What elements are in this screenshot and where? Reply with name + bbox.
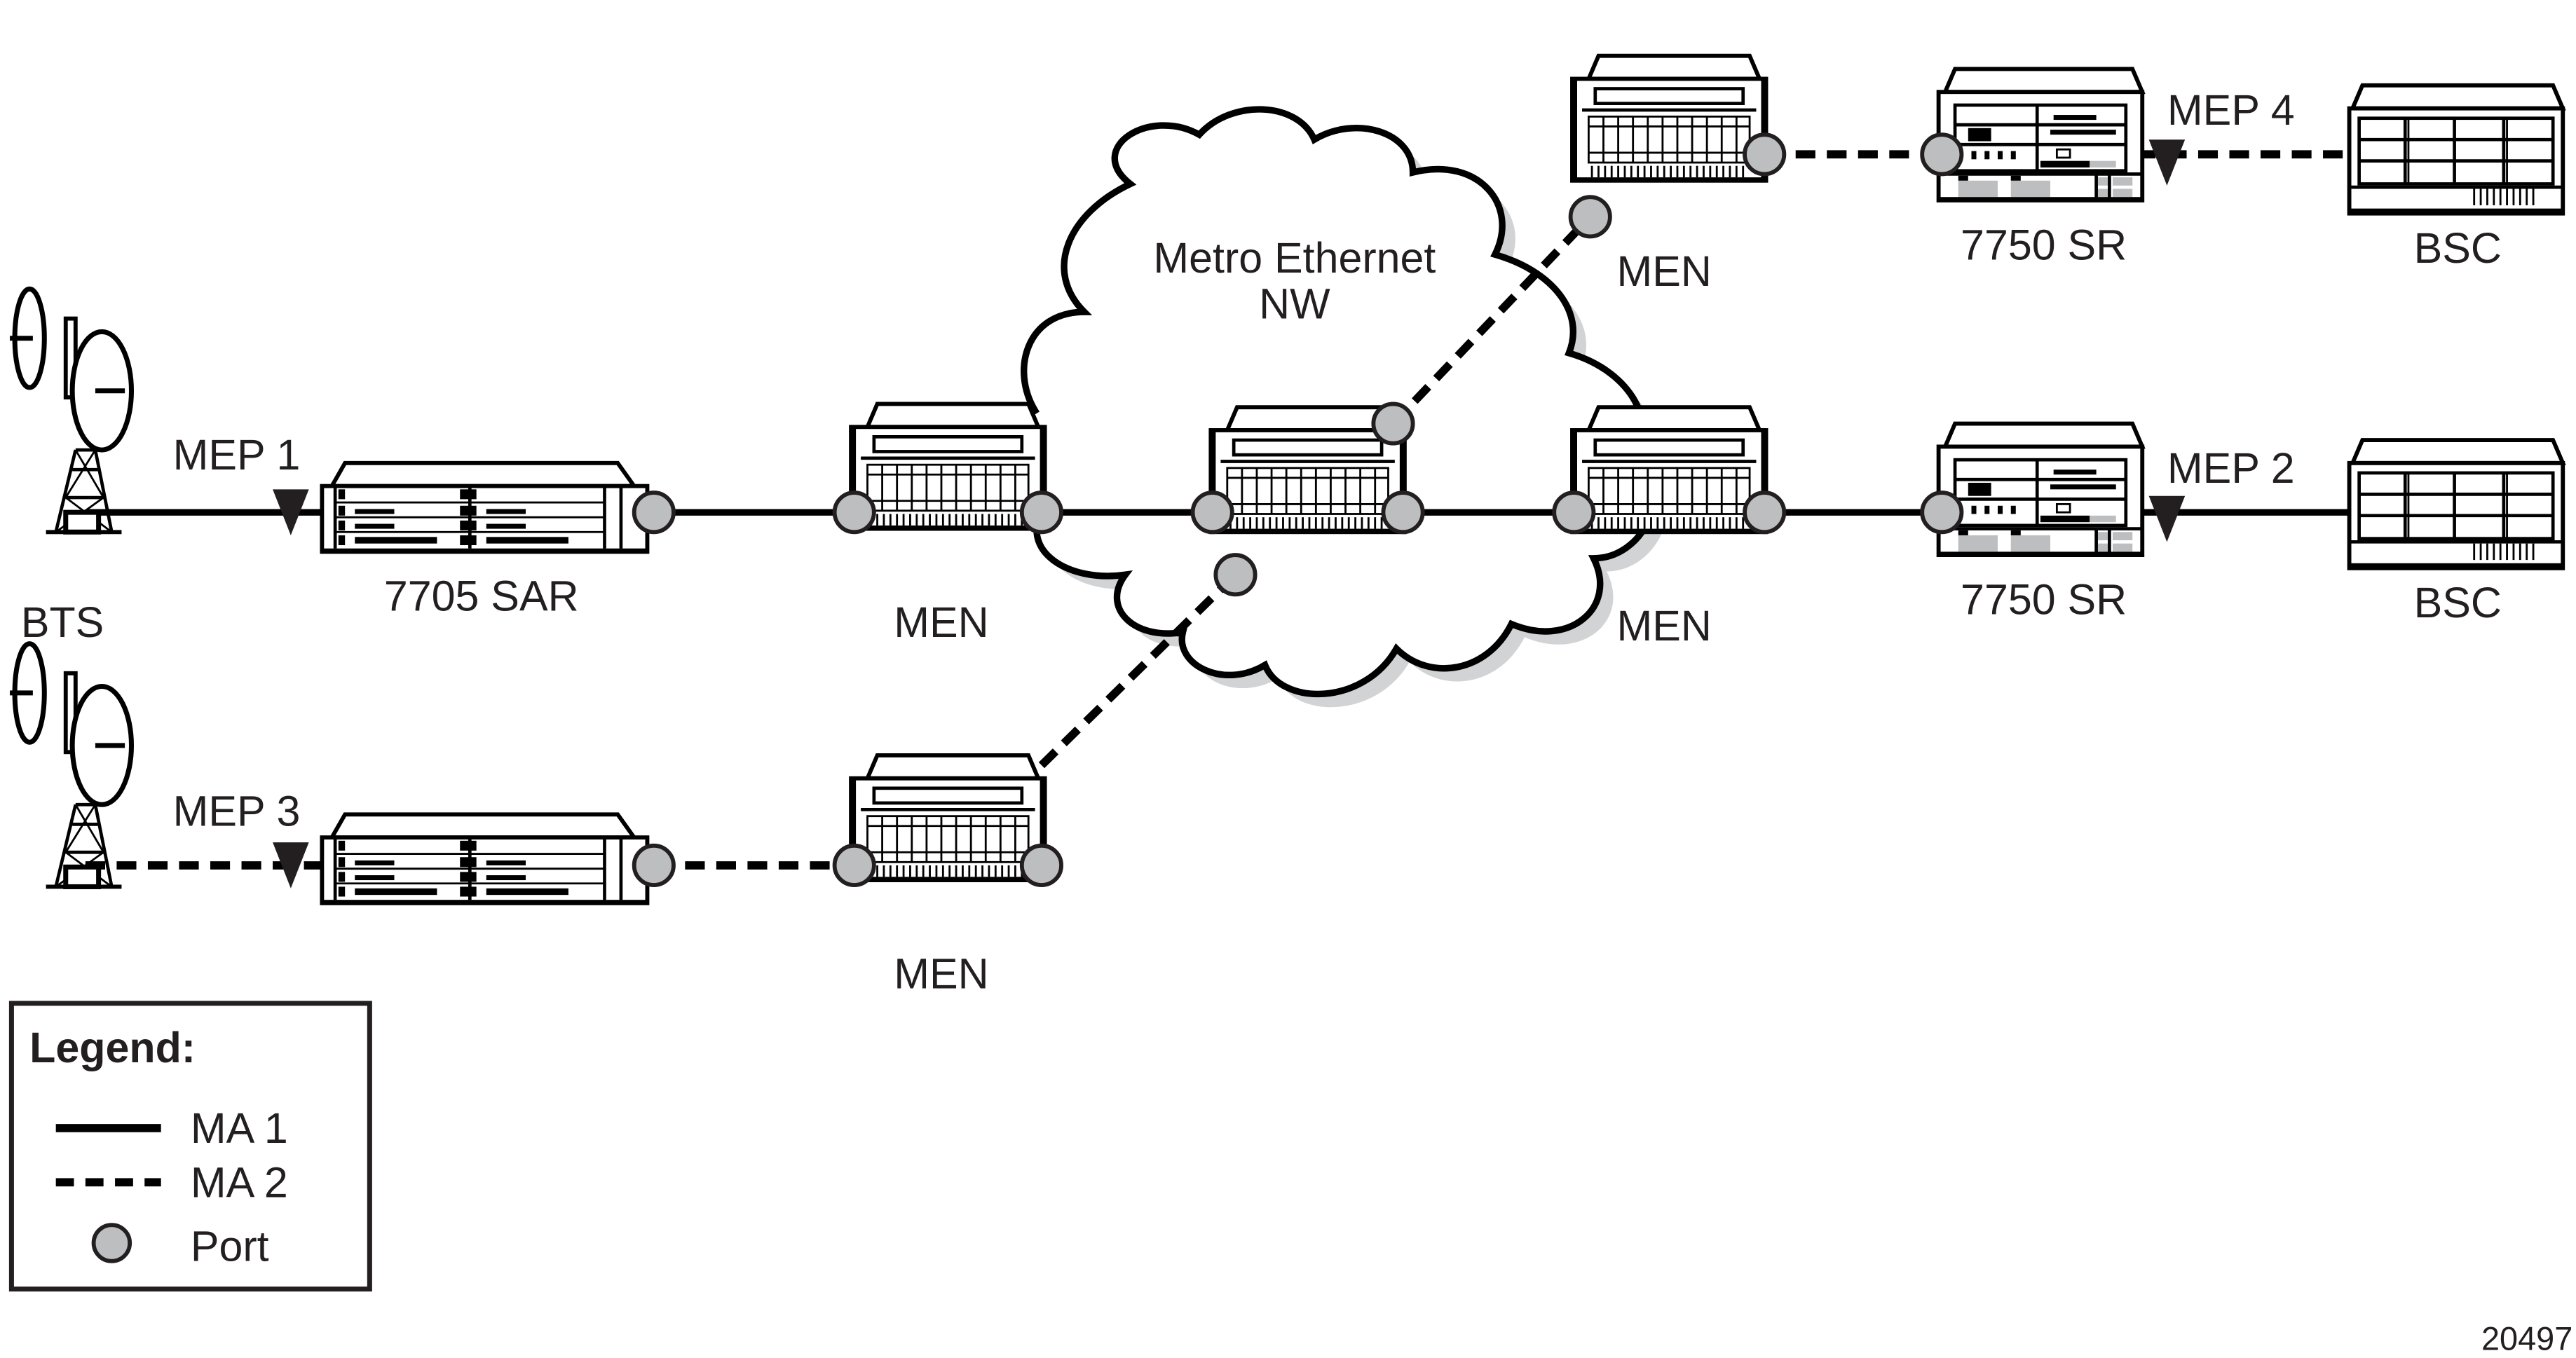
men-bottom: MEN bbox=[851, 755, 1045, 998]
sr-mid: 7750 SR bbox=[1939, 424, 2143, 623]
legend-box bbox=[8, 1001, 372, 1292]
mep-2-label: MEP 2 bbox=[2167, 444, 2295, 492]
port-men-top-sw bbox=[1568, 195, 1612, 239]
link-men-bottom-men-center bbox=[1038, 572, 1239, 769]
men-left: MEN bbox=[851, 404, 1045, 646]
mep-2: MEP 2 bbox=[2148, 444, 2295, 542]
router-7750-sr-icon bbox=[1939, 424, 2143, 557]
men-switch-icon bbox=[1572, 56, 1766, 182]
men-switch-icon bbox=[1572, 407, 1766, 533]
mep-4-label: MEP 4 bbox=[2167, 86, 2295, 134]
men-bottom-label: MEN bbox=[894, 950, 988, 998]
cloud-label-line2: NW bbox=[1259, 280, 1330, 328]
legend-ma1-label: MA 1 bbox=[191, 1104, 288, 1152]
port-sr-mid bbox=[1920, 491, 1964, 535]
port-men-center-w bbox=[1190, 491, 1234, 535]
sr-mid-label: 7750 SR bbox=[1961, 575, 2127, 623]
sar-1-label: 7705 SAR bbox=[384, 572, 579, 620]
ports bbox=[632, 132, 1964, 888]
men-right: MEN bbox=[1572, 407, 1766, 650]
men-switch-icon bbox=[851, 404, 1045, 530]
sr-top-label: 7750 SR bbox=[1961, 221, 2127, 268]
men-right-label: MEN bbox=[1617, 602, 1712, 650]
legend-port-label: Port bbox=[191, 1223, 269, 1270]
bsc-mid-label: BSC bbox=[2414, 579, 2502, 626]
figure-id: 20497 bbox=[2481, 1320, 2572, 1357]
bts-1-label: BTS bbox=[21, 598, 104, 646]
port-men-center-e bbox=[1381, 491, 1425, 535]
port-men-bottom-w bbox=[832, 843, 876, 888]
mep-4: MEP 4 bbox=[2148, 86, 2295, 186]
mep-3: MEP 3 bbox=[173, 788, 309, 889]
legend-title: Legend: bbox=[29, 1024, 196, 1071]
bsc-top-label: BSC bbox=[2414, 224, 2502, 272]
men-switch-icon bbox=[851, 755, 1045, 882]
cloud-label-line1: Metro Ethernet bbox=[1153, 234, 1436, 282]
sar-2 bbox=[322, 814, 647, 905]
sar-1: 7705 SAR bbox=[322, 463, 647, 620]
bsc-icon bbox=[2350, 85, 2563, 215]
bsc-icon bbox=[2350, 440, 2563, 570]
router-7705-sar-icon bbox=[322, 814, 647, 905]
legend-ma2-label: MA 2 bbox=[191, 1158, 288, 1206]
port-men-center-ne bbox=[1371, 402, 1415, 446]
men-top: MEN bbox=[1572, 56, 1766, 295]
mep-triangle-icon bbox=[2148, 495, 2186, 542]
legend: Legend: MA 1 MA 2 Port bbox=[8, 1001, 372, 1292]
sr-top: 7750 SR bbox=[1939, 69, 2143, 268]
port-men-left-e bbox=[1019, 491, 1063, 535]
bsc-top: BSC bbox=[2350, 85, 2563, 272]
port-men-right-e bbox=[1743, 491, 1787, 535]
bts-icon bbox=[10, 644, 131, 887]
men-top-label: MEN bbox=[1617, 247, 1712, 295]
port-men-left-w bbox=[832, 491, 876, 535]
men-left-label: MEN bbox=[894, 598, 988, 646]
bsc-mid: BSC bbox=[2350, 440, 2563, 626]
port-sar1 bbox=[632, 491, 676, 535]
mep-1-label: MEP 1 bbox=[173, 431, 301, 479]
port-men-right-w bbox=[1552, 491, 1596, 535]
mep-triangle-icon bbox=[2148, 139, 2186, 186]
port-men-center-sw bbox=[1213, 553, 1258, 597]
port-men-bottom-e bbox=[1019, 843, 1063, 888]
bts-icon bbox=[10, 289, 131, 532]
mep-3-label: MEP 3 bbox=[173, 788, 301, 835]
bts-tower-1: BTS bbox=[10, 289, 131, 646]
port-sr-top bbox=[1920, 132, 1964, 177]
bts-tower-2 bbox=[10, 644, 131, 887]
mep-1: MEP 1 bbox=[173, 431, 309, 535]
legend-port-icon bbox=[91, 1223, 132, 1263]
link-men-center-men-top bbox=[1390, 214, 1593, 427]
port-men-top-e bbox=[1743, 132, 1787, 177]
router-7750-sr-icon bbox=[1939, 69, 2143, 202]
port-sar2 bbox=[632, 843, 676, 888]
router-7705-sar-icon bbox=[322, 463, 647, 554]
